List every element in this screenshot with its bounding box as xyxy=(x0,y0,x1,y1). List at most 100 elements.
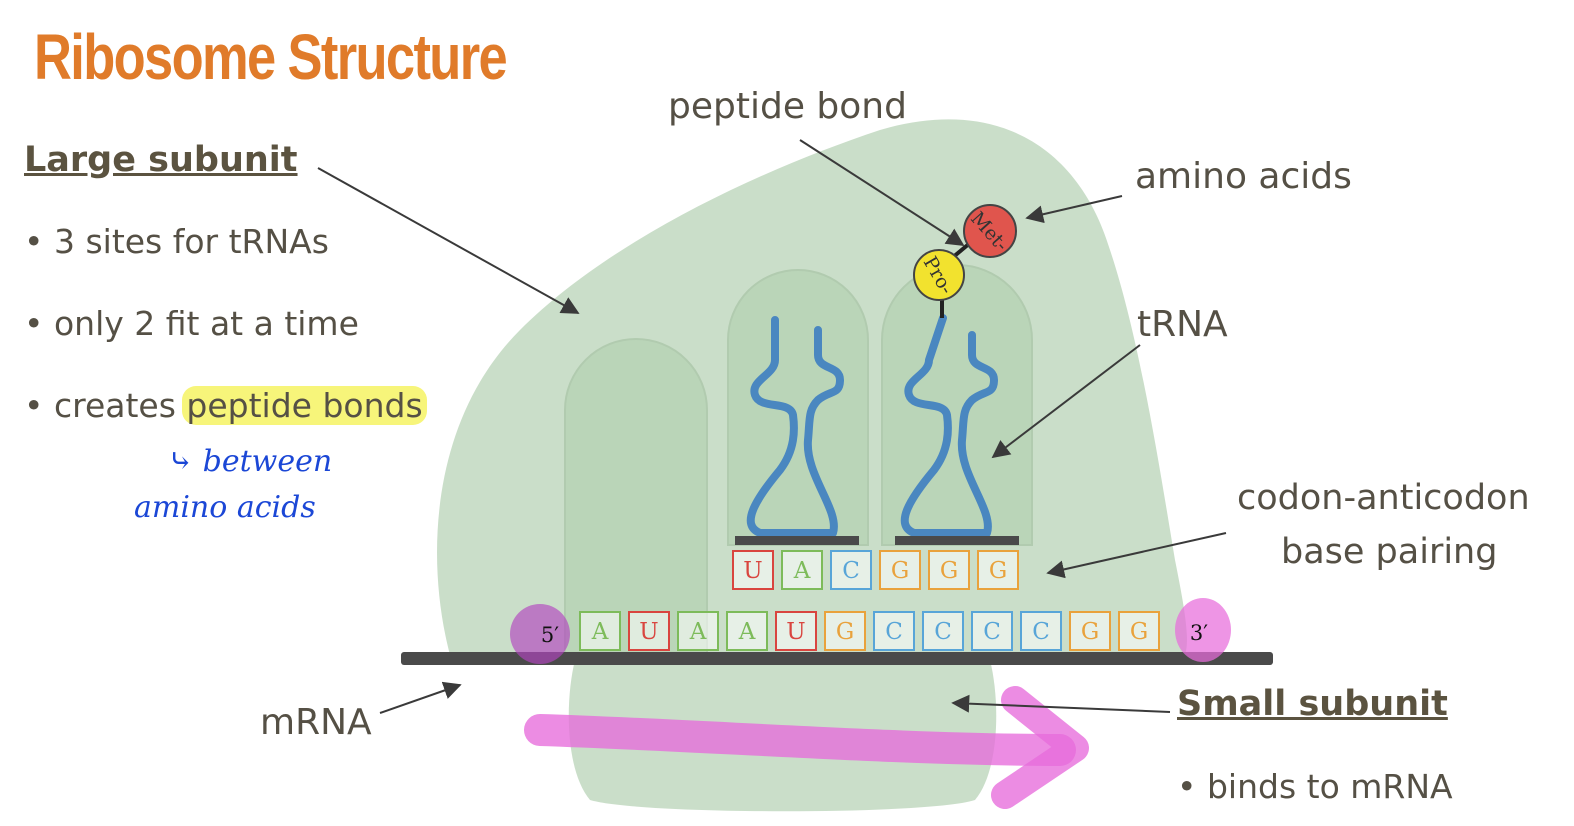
anticodon-base-letter: C xyxy=(842,558,860,584)
pink-circle-3prime xyxy=(1175,598,1231,662)
bullet-text: only 2 fit at a time xyxy=(53,304,359,343)
label-trna: tRNA xyxy=(1137,304,1228,345)
label-codon-anticodon: codon-anticodon xyxy=(1237,478,1530,518)
mrna-base: C xyxy=(1020,611,1062,651)
anticodon-base-letter: A xyxy=(793,558,811,584)
mrna-base: A xyxy=(677,611,719,651)
bullet-text: creates xyxy=(53,386,187,425)
highlight-peptide-bonds: peptide bonds xyxy=(182,386,427,425)
page-title: Ribosome Structure xyxy=(34,21,508,93)
anticodon-base-box xyxy=(732,550,774,590)
mrna-base-letter: A xyxy=(689,619,707,645)
arrow-small-subunit xyxy=(951,694,1171,713)
anticodon-base: C xyxy=(830,550,872,590)
mrna-base-box xyxy=(922,611,964,651)
arrow-mrna xyxy=(379,681,462,714)
mrna-5prime: 5′ xyxy=(541,623,559,647)
large-subunit-bullet-1: • 3 sites for tRNAs xyxy=(24,222,329,261)
mrna-base: U xyxy=(775,611,817,651)
handwritten-note-line-2: amino acids xyxy=(134,490,316,525)
mrna-base-box xyxy=(628,611,670,651)
site-e xyxy=(564,338,708,656)
mrna-base-letter: C xyxy=(885,619,903,645)
label-amino-acids: amino acids xyxy=(1135,156,1352,197)
mrna-base: C xyxy=(971,611,1013,651)
mrna-base: G xyxy=(824,611,866,651)
anticodon-base-box xyxy=(781,550,823,590)
mrna-base-letter: C xyxy=(934,619,952,645)
pink-arrow-shaft xyxy=(524,714,1076,766)
anticodon-base-letter: G xyxy=(940,558,958,584)
mrna-base-box xyxy=(677,611,719,651)
arrow-peptide-bond xyxy=(799,139,965,246)
mrna-base-box xyxy=(775,611,817,651)
mrna-base: A xyxy=(726,611,768,651)
anticodon-base-letter: U xyxy=(743,558,762,584)
anticodon-base-letter: G xyxy=(891,558,909,584)
anticodon-base-box xyxy=(977,550,1019,590)
anticodon-base-box xyxy=(879,550,921,590)
trna-shape-1 xyxy=(746,316,844,537)
mrna-base-box xyxy=(1069,611,1111,651)
mrna-base-letter: G xyxy=(836,619,854,645)
arrow-large-subunit xyxy=(317,167,580,314)
anticodon-base: A xyxy=(781,550,823,590)
bullet-dot: • xyxy=(24,304,54,343)
bullet-dot: • xyxy=(24,386,54,425)
mrna-base-letter: A xyxy=(738,619,756,645)
mrna-base-letter: U xyxy=(786,619,805,645)
arrow-amino-acids xyxy=(1025,195,1123,224)
bullet-dot: • xyxy=(24,222,54,261)
mrna-base: U xyxy=(628,611,670,651)
bullet-text: binds to mRNA xyxy=(1206,767,1453,806)
handwritten-note-line-1: ⤷ between xyxy=(168,444,333,479)
mrna-3prime: 3′ xyxy=(1190,621,1208,645)
pink-circle-5prime xyxy=(510,604,570,664)
mrna-base: C xyxy=(922,611,964,651)
mrna-base-box xyxy=(1118,611,1160,651)
bullet-text: 3 sites for tRNAs xyxy=(53,222,329,261)
mrna-base-letter: G xyxy=(1081,619,1099,645)
mrna-base: G xyxy=(1118,611,1160,651)
arrow-trna xyxy=(991,344,1141,459)
large-subunit-heading: Large subunit xyxy=(24,140,298,180)
trna-shape-2 xyxy=(900,314,998,537)
trna-base-2 xyxy=(895,536,1019,545)
trna-base-1 xyxy=(735,536,859,545)
anticodon-base-box xyxy=(830,550,872,590)
site-a xyxy=(881,264,1033,546)
mrna-base: A xyxy=(579,611,621,651)
large-subunit-bullet-3: • creates peptide bonds xyxy=(24,386,427,425)
label-base-pairing: base pairing xyxy=(1281,532,1498,572)
mrna-base-letter: C xyxy=(1032,619,1050,645)
anticodon-base: G xyxy=(928,550,970,590)
bullet-dot: • xyxy=(1177,767,1207,806)
anticodon-base: G xyxy=(977,550,1019,590)
label-mrna: mRNA xyxy=(260,702,372,743)
anticodon-base: G xyxy=(879,550,921,590)
mrna-base-letter: A xyxy=(591,619,609,645)
mrna-strand xyxy=(401,652,1273,665)
anticodon-base: U xyxy=(732,550,774,590)
mrna-base: C xyxy=(873,611,915,651)
label-peptide-bond: peptide bond xyxy=(668,86,907,127)
mrna-base-letter: U xyxy=(639,619,658,645)
mrna-base-box xyxy=(1020,611,1062,651)
mrna-base-box xyxy=(824,611,866,651)
mrna-base-box xyxy=(873,611,915,651)
mrna-base-box xyxy=(971,611,1013,651)
mrna-base-box xyxy=(579,611,621,651)
site-p xyxy=(727,269,869,546)
arrow-codon-anticodon xyxy=(1046,532,1227,579)
anticodon-base-box xyxy=(928,550,970,590)
mrna-base-letter: G xyxy=(1130,619,1148,645)
small-subunit-heading: Small subunit xyxy=(1177,684,1448,724)
anticodon-base-letter: G xyxy=(989,558,1007,584)
mrna-base-letter: C xyxy=(983,619,1001,645)
pink-arrow-head xyxy=(991,686,1089,809)
pro-residue xyxy=(913,249,965,301)
